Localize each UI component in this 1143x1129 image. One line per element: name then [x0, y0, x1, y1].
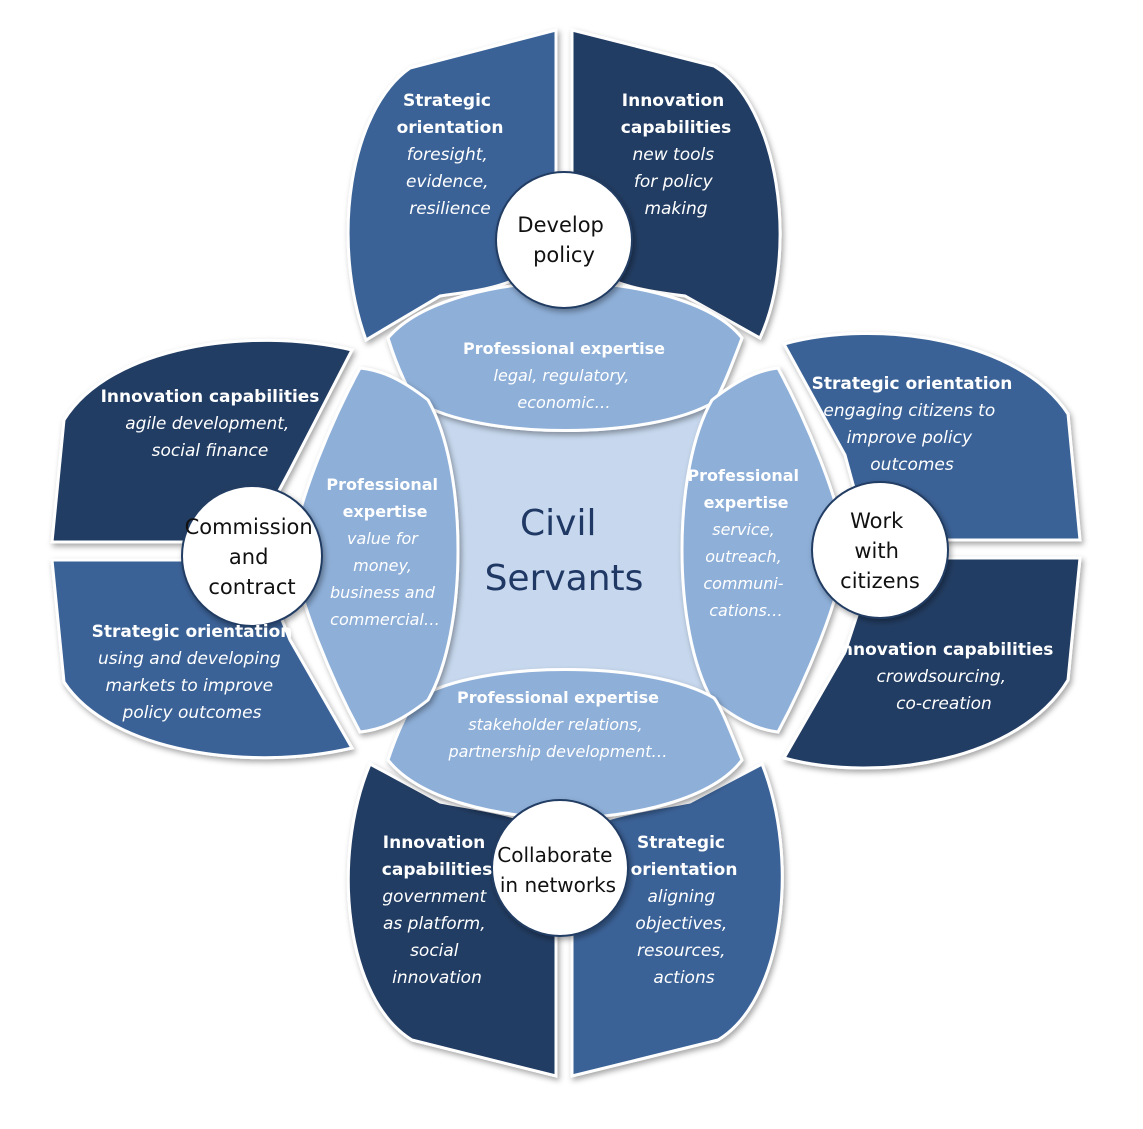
seg-left-top-detail: agile development, social finance [125, 414, 294, 461]
expertise-top-detail: legal, regulatory, economic… [494, 366, 635, 412]
hub-develop-policy-label: Develop policy [517, 213, 610, 267]
hub-collaborate-in-networks [491, 799, 629, 937]
hub-commission-label: Commission and contract [185, 515, 320, 599]
segment-work-with-citizens-innovation-capabilities [781, 556, 1082, 770]
expertise-bottom-detail: stakeholder relations, partnership devel… [447, 715, 667, 761]
expertise-bottom-title: Professional expertise [457, 688, 659, 707]
seg-bottom-right-detail: aligning objectives, resources, actions [635, 887, 732, 988]
seg-right-top-title: Strategic orientation [812, 374, 1013, 394]
expertise-right-detail: service, outreach, communi- cations… [703, 520, 788, 620]
seg-left-bottom-title: Strategic orientation [92, 622, 293, 642]
seg-right-bottom-detail: crowdsourcing, co-creation [877, 667, 1012, 714]
hub-work-with-citizens-label: Work with citizens [840, 509, 920, 593]
seg-right-bottom-title: Innovation capabilities [835, 640, 1054, 660]
expertise-left-detail: value for money, business and commercial… [330, 529, 440, 629]
seg-right-top-detail: engaging citizens to improve policy outc… [823, 401, 1000, 475]
seg-bottom-left-detail: government as platform, social innovatio… [382, 887, 491, 988]
expertise-left-title: Professional expertise [326, 475, 443, 521]
expertise-top-title: Professional expertise [463, 339, 665, 358]
seg-left-bottom-detail: using and developing markets to improve … [98, 649, 286, 723]
hub-develop-policy [495, 171, 633, 309]
hub-commission-and-contract [181, 485, 323, 627]
seg-top-left-title: Strategic orientation [397, 91, 504, 138]
hub-collaborate-label: Collaborate in networks [497, 843, 619, 897]
hub-work-with-citizens [811, 481, 949, 619]
seg-bottom-right-title: Strategic orientation [631, 833, 738, 880]
expertise-right-title: Professional expertise [687, 466, 804, 512]
seg-top-right-title: Innovation capabilities [621, 91, 731, 138]
seg-left-top-title: Innovation capabilities [101, 387, 320, 407]
seg-bottom-left-title: Innovation capabilities [382, 833, 492, 880]
seg-top-left-detail: foresight, evidence, resilience [406, 145, 494, 219]
center-title: Civil Servants [485, 503, 644, 599]
segment-collaborate-strategic-orientation [570, 761, 784, 1078]
seg-top-right-detail: new tools for policy making [633, 145, 720, 219]
